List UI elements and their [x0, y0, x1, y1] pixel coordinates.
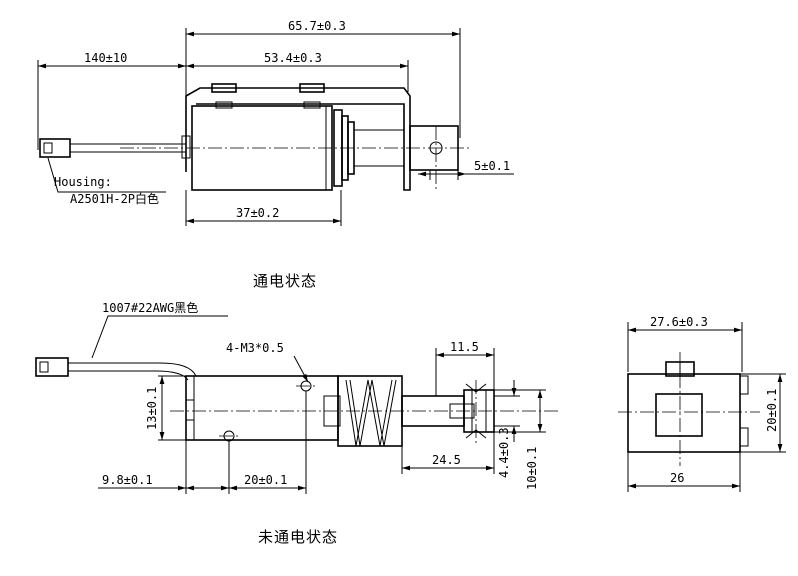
dim-plunger-dia-side: 4.4±0.3	[497, 427, 511, 478]
end-plunger-square	[655, 393, 703, 437]
wire-label: 1007#22AWG黑色	[102, 301, 198, 315]
dim-body-height: 10±0.1	[525, 447, 539, 490]
housing-label: Housing:	[54, 175, 112, 189]
dim-end-width-top: 27.6±0.3	[650, 315, 708, 329]
end-body	[627, 373, 741, 453]
side-coil-body	[185, 375, 339, 441]
top-view: 65.7±0.3 140±10 53.4±0.3 37±0.2	[37, 19, 514, 290]
frame-bracket	[185, 87, 411, 191]
top-view-caption: 通电状态	[253, 272, 317, 290]
end-view: 27.6±0.3 20±0.1 26	[618, 315, 786, 492]
dim-body: 37±0.2	[236, 206, 279, 220]
dim-body-span: 53.4±0.3	[264, 51, 322, 65]
dim-height-small: 13±0.1	[145, 387, 159, 430]
side-view: 1007#22AWG黑色 4-M3*0.5	[35, 301, 560, 546]
dim-plunger-dia: 5±0.1	[474, 159, 510, 173]
dim-end-width-bottom: 26	[670, 471, 684, 485]
side-plunger	[401, 395, 465, 427]
dim-stroke: 11.5	[450, 340, 479, 354]
side-view-caption: 未通电状态	[258, 528, 338, 546]
spring	[345, 379, 393, 447]
connector-housing	[39, 138, 71, 158]
dim-holes: 4-M3*0.5	[226, 341, 284, 355]
dim-hole-pitch: 20±0.1	[244, 473, 287, 487]
housing-part: A2501H-2P白色	[70, 191, 159, 206]
dim-plunger-len: 24.5	[432, 453, 461, 467]
dim-end-height: 20±0.1	[765, 389, 779, 432]
dim-left-offset: 9.8±0.1	[102, 473, 153, 487]
dim-overall: 65.7±0.3	[288, 19, 346, 33]
side-connector	[35, 357, 69, 377]
dim-lead: 140±10	[84, 51, 127, 65]
